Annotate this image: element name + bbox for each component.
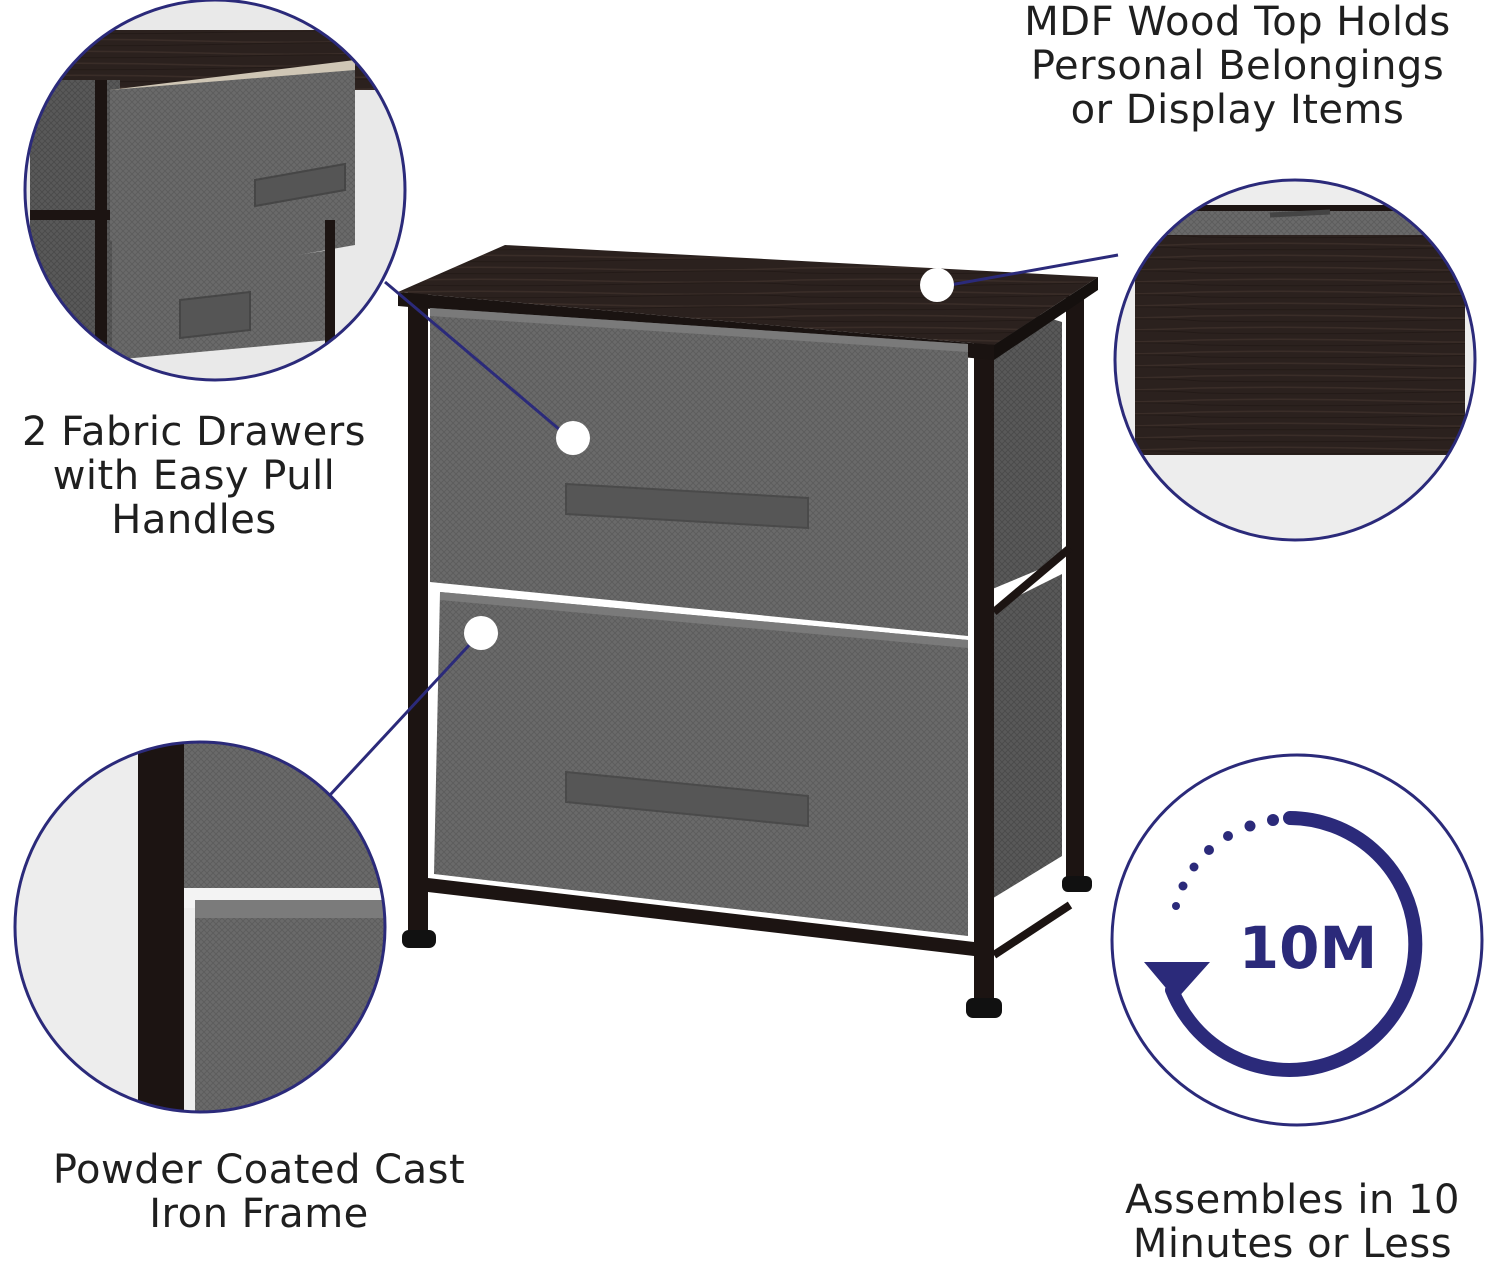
pointer-line-drawer [384,280,561,432]
wood-top-closeup [1113,178,1477,542]
assembly-time-badge: 10M [1110,753,1484,1127]
callout-wood-top: MDF Wood Top Holds Personal Belongings o… [1024,0,1451,133]
callout-frame: Powder Coated Cast Iron Frame [52,1147,466,1237]
callout-assembly: Assembles in 10 Minutes or Less [1125,1177,1460,1267]
pointer-dot-top [920,268,954,302]
pointer-dot-frame [464,616,498,650]
pointer-line-top [949,253,1119,287]
nightstand-product [398,245,1098,1018]
pointer-line-frame [328,640,474,797]
clock-arrow-icon [1144,811,1423,1077]
pointer-dot-drawer [556,421,590,455]
callout-drawers: 2 Fabric Drawers with Easy Pull Handles [21,409,367,543]
drawer-closeup [23,0,407,382]
frame-closeup [13,740,387,1114]
assembly-time-value: 10M [1239,914,1377,982]
